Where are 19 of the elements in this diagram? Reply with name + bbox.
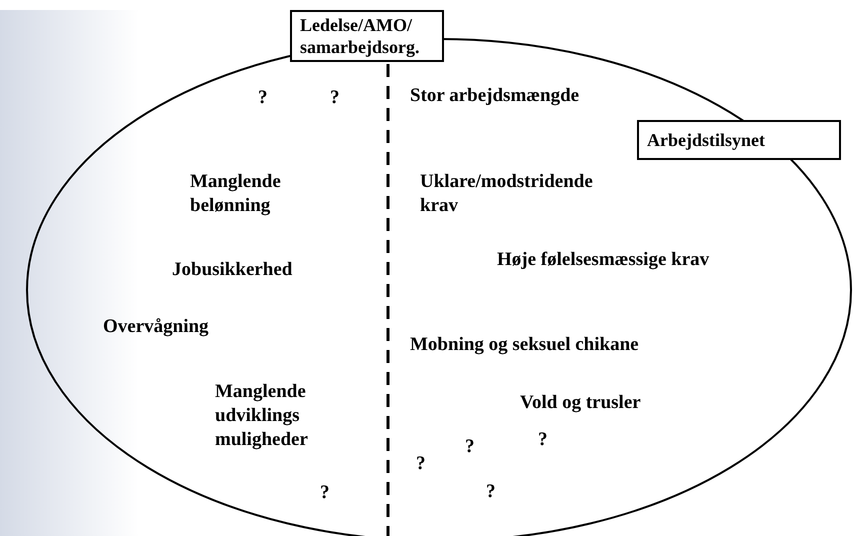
factor-label: ? [416,452,426,476]
factor-label: Mobning og seksuel chikane [410,333,639,357]
factor-label: ? [486,480,496,504]
factor-label: Høje følelsesmæssige krav [497,248,710,272]
factor-label: ? [538,428,548,452]
factor-label: Uklare/modstridende krav [420,170,594,218]
factor-label: Overvågning [103,315,209,339]
actor-box [290,10,444,62]
factor-label: Stor arbejdsmængde [410,84,580,108]
factor-label: Manglende udviklings muligheder [215,380,309,452]
actor-name: Ledelse/AMO/ samarbejdsorg. [300,14,420,58]
factor-label: ? [465,435,474,459]
factor-label: ? [258,86,268,110]
factor-label: ? [320,481,330,505]
factor-label: ? [330,86,340,110]
actor-name: Arbejdstilsynet [647,129,766,151]
factor-label: Jobusikkerhed [172,258,292,282]
factor-label: Manglende belønning [190,170,282,218]
factor-label: Vold og trusler [520,391,641,415]
